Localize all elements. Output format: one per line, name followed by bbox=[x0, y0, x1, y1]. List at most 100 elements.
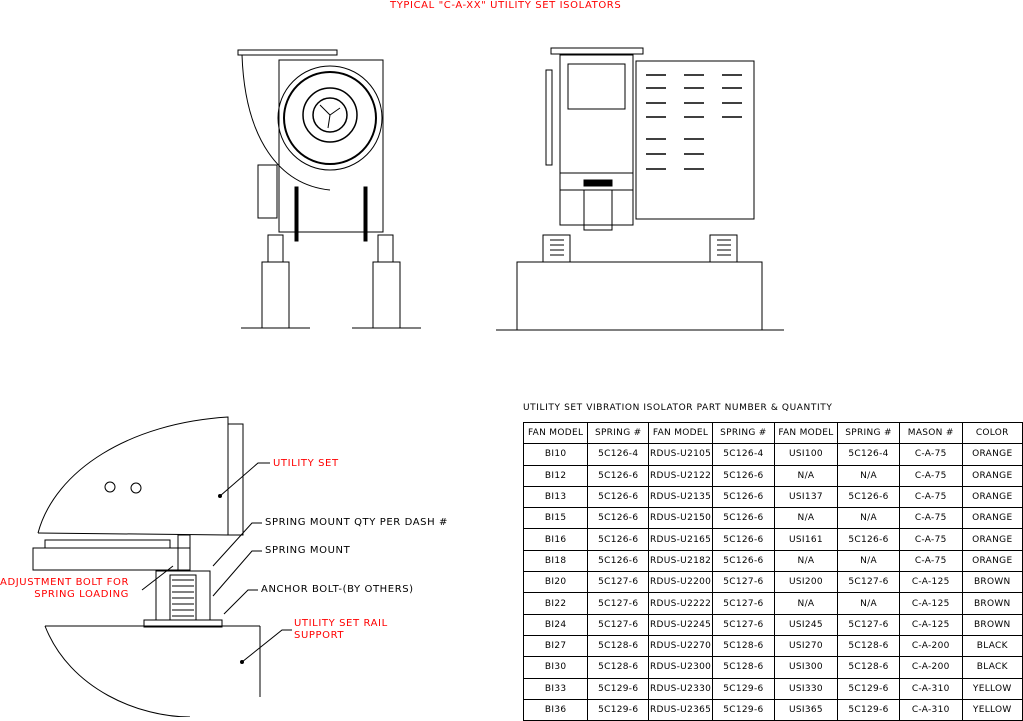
table-cell: 5C126-4 bbox=[587, 443, 650, 466]
table-cell: RDUS-U2300 bbox=[648, 656, 713, 679]
table-cell: USI161 bbox=[773, 528, 839, 551]
table-cell: 5C129-6 bbox=[837, 698, 900, 721]
table-cell: N/A bbox=[837, 507, 900, 530]
table-cell: 5C126-6 bbox=[587, 464, 650, 487]
table-cell: 5C127-6 bbox=[712, 613, 775, 636]
column-header: SPRING # bbox=[587, 421, 650, 445]
label-spring-mount: SPRING MOUNT bbox=[265, 545, 351, 556]
table-cell: RDUS-U2245 bbox=[648, 613, 713, 636]
table-cell: BI36 bbox=[522, 698, 589, 721]
table-cell: C-A-125 bbox=[898, 571, 963, 594]
table-cell: C-A-75 bbox=[898, 507, 963, 530]
table-cell: RDUS-U2365 bbox=[648, 698, 713, 721]
table-cell: 5C126-6 bbox=[712, 549, 775, 573]
table-cell: USI100 bbox=[773, 443, 839, 466]
table-cell: C-A-200 bbox=[898, 634, 963, 658]
table-cell: 5C126-6 bbox=[837, 528, 900, 551]
table-cell: 5C128-6 bbox=[837, 634, 900, 658]
table-cell: USI137 bbox=[773, 485, 839, 509]
table-cell: 5C126-6 bbox=[837, 485, 900, 509]
table-cell: BI20 bbox=[522, 571, 589, 594]
table-cell: 5C126-6 bbox=[712, 485, 775, 509]
table-cell: N/A bbox=[773, 464, 839, 487]
label-adjustment-bolt-line2: SPRING LOADING bbox=[34, 589, 129, 600]
table-cell: N/A bbox=[837, 549, 900, 573]
table-cell: BROWN bbox=[961, 613, 1023, 636]
table-cell: ORANGE bbox=[961, 528, 1023, 551]
table-cell: USI270 bbox=[773, 634, 839, 658]
table-cell: 5C127-6 bbox=[587, 592, 650, 615]
label-rail-support-line2: SUPPORT bbox=[294, 630, 345, 641]
table-cell: 5C126-6 bbox=[712, 464, 775, 487]
table-cell: BI13 bbox=[522, 485, 589, 509]
table-cell: BI15 bbox=[522, 507, 589, 530]
table-cell: BI30 bbox=[522, 656, 589, 679]
table-cell: 5C129-6 bbox=[837, 677, 900, 700]
table-cell: 5C127-6 bbox=[712, 592, 775, 615]
table-cell: RDUS-U2200 bbox=[648, 571, 713, 594]
table-cell: 5C127-6 bbox=[837, 613, 900, 636]
table-cell: USI300 bbox=[773, 656, 839, 679]
table-cell: 5C126-4 bbox=[837, 443, 900, 466]
label-rail-support: UTILITY SET RAIL SUPPORT bbox=[294, 618, 388, 642]
label-anchor-bolt: ANCHOR BOLT-(BY OTHERS) bbox=[261, 584, 414, 595]
table-cell: RDUS-U2165 bbox=[648, 528, 713, 551]
table-cell: 5C126-6 bbox=[587, 485, 650, 509]
table-cell: ORANGE bbox=[961, 443, 1023, 466]
label-adjustment-bolt: ADJUSTMENT BOLT FOR SPRING LOADING bbox=[0, 577, 129, 601]
table-cell: 5C128-6 bbox=[587, 634, 650, 658]
table-cell: C-A-75 bbox=[898, 549, 963, 573]
table-cell: USI245 bbox=[773, 613, 839, 636]
table-cell: RDUS-U2270 bbox=[648, 634, 713, 658]
label-rail-support-line1: UTILITY SET RAIL bbox=[294, 618, 388, 629]
table-cell: N/A bbox=[837, 592, 900, 615]
table-cell: N/A bbox=[773, 507, 839, 530]
table-cell: RDUS-U2182 bbox=[648, 549, 713, 573]
detail-view bbox=[32, 416, 292, 717]
table-cell: BI12 bbox=[522, 464, 589, 487]
column-header: SPRING # bbox=[837, 421, 900, 445]
table-cell: USI330 bbox=[773, 677, 839, 700]
table-cell: BLACK bbox=[961, 656, 1023, 679]
table-cell: BI10 bbox=[522, 443, 589, 466]
label-utility-set: UTILITY SET bbox=[273, 458, 339, 469]
table-cell: RDUS-U2105 bbox=[648, 443, 713, 466]
table-cell: BI24 bbox=[522, 613, 589, 636]
table-cell: 5C129-6 bbox=[587, 677, 650, 700]
table-cell: BROWN bbox=[961, 571, 1023, 594]
table-cell: 5C127-6 bbox=[587, 613, 650, 636]
table-cell: C-A-200 bbox=[898, 656, 963, 679]
table-cell: BI18 bbox=[522, 549, 589, 573]
table-cell: 5C126-6 bbox=[587, 549, 650, 573]
column-header: COLOR bbox=[961, 421, 1023, 445]
table-cell: ORANGE bbox=[961, 485, 1023, 509]
label-spring-mount-qty: SPRING MOUNT QTY PER DASH # bbox=[265, 517, 449, 528]
drawing-title: TYPICAL "C-A-XX" UTILITY SET ISOLATORS bbox=[390, 0, 622, 11]
column-header: SPRING # bbox=[712, 421, 775, 445]
table-cell: BI16 bbox=[522, 528, 589, 551]
column-header: MASON # bbox=[898, 421, 963, 445]
table-cell: USI200 bbox=[773, 571, 839, 594]
table-cell: BROWN bbox=[961, 592, 1023, 615]
table-cell: RDUS-U2222 bbox=[648, 592, 713, 615]
table-cell: 5C128-6 bbox=[837, 656, 900, 679]
table-cell: 5C126-6 bbox=[587, 528, 650, 551]
table-cell: C-A-125 bbox=[898, 592, 963, 615]
table-cell: C-A-75 bbox=[898, 464, 963, 487]
table-cell: ORANGE bbox=[961, 464, 1023, 487]
table-cell: 5C129-6 bbox=[587, 698, 650, 721]
table-cell: C-A-125 bbox=[898, 613, 963, 636]
table-cell: BI33 bbox=[522, 677, 589, 700]
